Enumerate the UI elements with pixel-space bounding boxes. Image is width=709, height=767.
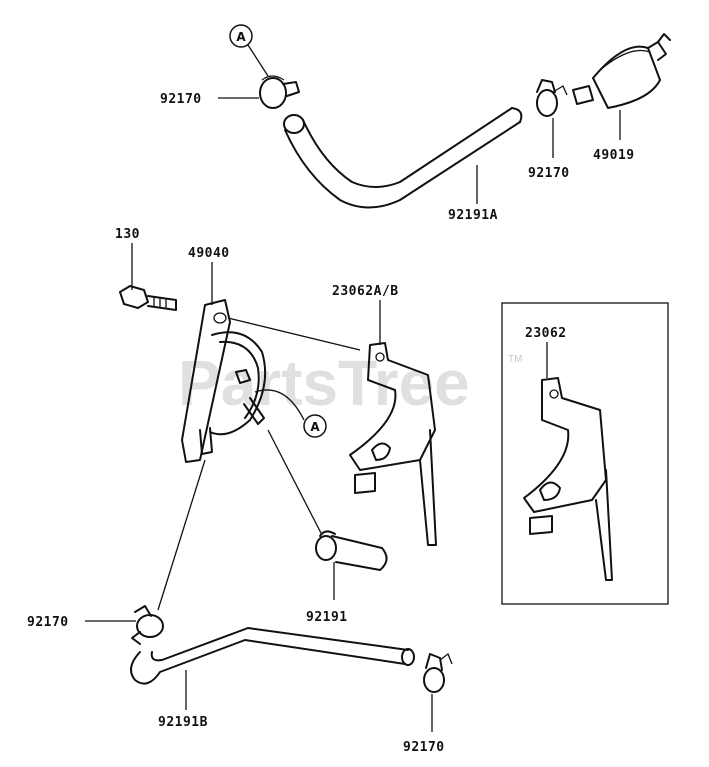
callout-a-pump[interactable]: A <box>254 389 327 438</box>
label-92191: 92191 <box>306 610 348 625</box>
label-23062ab: 23062A/B <box>332 284 399 299</box>
label-49040: 49040 <box>188 246 230 261</box>
clamp-bottom-left[interactable] <box>131 605 164 645</box>
watermark-tm: TM <box>508 354 522 365</box>
clamp-bottom-right[interactable] <box>423 652 453 693</box>
label-23062: 23062 <box>525 326 567 341</box>
bracket-23062ab[interactable] <box>349 342 437 546</box>
label-92170-top-left: 92170 <box>160 92 202 107</box>
callout-a-top[interactable]: A <box>229 24 269 77</box>
label-130: 130 <box>115 227 140 242</box>
label-92170-bottom-right: 92170 <box>403 740 445 755</box>
clamp-top-right[interactable] <box>536 79 568 117</box>
bracket-23062[interactable] <box>523 377 613 581</box>
label-49019: 49019 <box>593 148 635 163</box>
hose-92191[interactable] <box>315 530 388 571</box>
hose-92191b[interactable] <box>130 627 415 685</box>
label-92170-bottom-left: 92170 <box>27 615 69 630</box>
callout-a-pump-label: A <box>310 420 320 434</box>
watermark: PartsTree <box>178 347 470 419</box>
callout-a-top-label: A <box>236 30 246 44</box>
clamp-top-left[interactable] <box>259 75 300 109</box>
label-92191b: 92191B <box>158 715 208 730</box>
fuel-filter-49019[interactable] <box>572 33 671 109</box>
label-92170-top-right: 92170 <box>528 166 570 181</box>
label-92191a: 92191A <box>448 208 498 223</box>
fuel-pump-49040[interactable] <box>181 299 267 463</box>
bolt-130[interactable] <box>119 285 177 311</box>
alt-bracket-panel: 23062 <box>501 302 669 605</box>
hose-92191a[interactable] <box>283 107 523 209</box>
